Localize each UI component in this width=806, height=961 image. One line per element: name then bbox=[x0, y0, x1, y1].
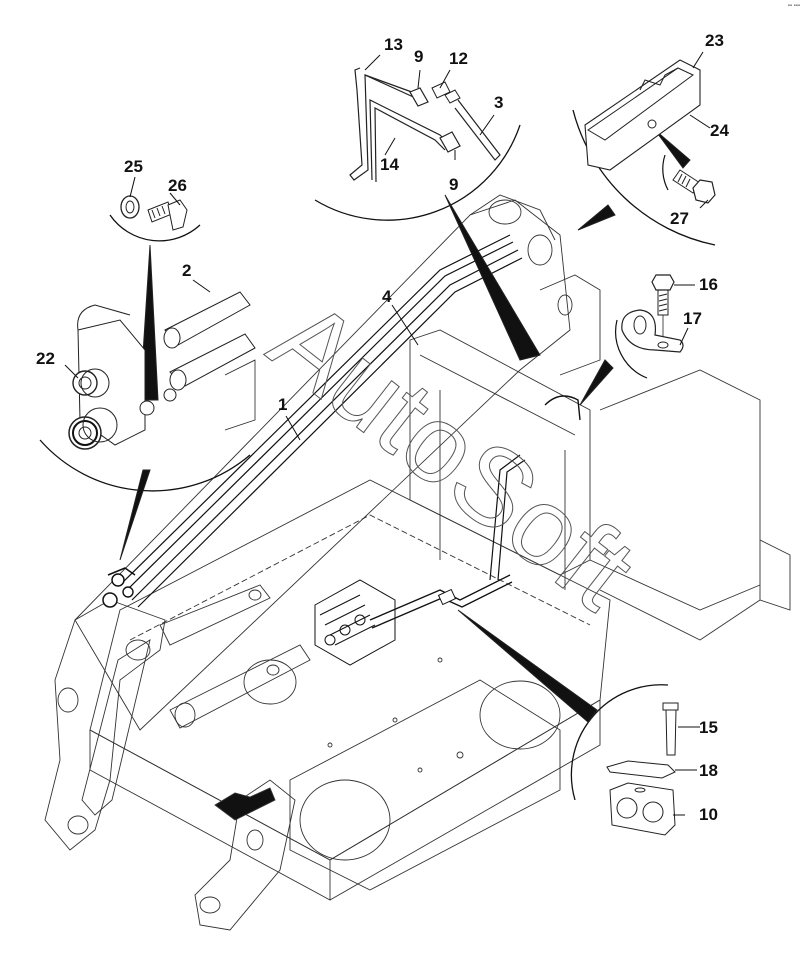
tube-clamp-detail bbox=[457, 609, 679, 836]
coupler-block-detail bbox=[39, 195, 256, 561]
loader-frame bbox=[44, 194, 791, 931]
callout-14: 14 bbox=[380, 155, 399, 174]
tube-fittings-detail bbox=[314, 67, 541, 361]
callout-1: 1 bbox=[278, 395, 288, 414]
callout-10: 10 bbox=[699, 805, 718, 824]
callout-12: 12 bbox=[449, 49, 468, 68]
guard-plate-detail bbox=[572, 59, 716, 246]
bolt-26 bbox=[147, 199, 188, 231]
callout-23: 23 bbox=[705, 31, 724, 50]
leader-lines bbox=[64, 51, 711, 816]
callout-18: 18 bbox=[699, 761, 718, 780]
callout-27: 27 bbox=[670, 209, 689, 228]
corner-mark: ▪▪ ▪▪▪ bbox=[787, 3, 800, 9]
callout-9-top: 9 bbox=[414, 47, 424, 66]
p-clip-detail bbox=[579, 274, 684, 406]
coupler-on-boom bbox=[102, 567, 136, 608]
callout-25: 25 bbox=[124, 157, 143, 176]
callout-4: 4 bbox=[382, 287, 392, 306]
callout-9-bottom: 9 bbox=[449, 175, 459, 194]
callout-26: 26 bbox=[168, 176, 187, 195]
callout-22: 22 bbox=[36, 349, 55, 368]
callout-3: 3 bbox=[494, 93, 504, 112]
control-valve-bank bbox=[314, 574, 513, 666]
callout-17: 17 bbox=[683, 309, 702, 328]
callout-2: 2 bbox=[182, 261, 192, 280]
callout-24: 24 bbox=[710, 121, 729, 140]
callout-13: 13 bbox=[384, 35, 403, 54]
watermark-text: AutoSoft bbox=[249, 276, 657, 633]
callout-16: 16 bbox=[699, 275, 718, 294]
watermark: AutoSoft bbox=[248, 276, 657, 634]
callout-15: 15 bbox=[699, 718, 718, 737]
